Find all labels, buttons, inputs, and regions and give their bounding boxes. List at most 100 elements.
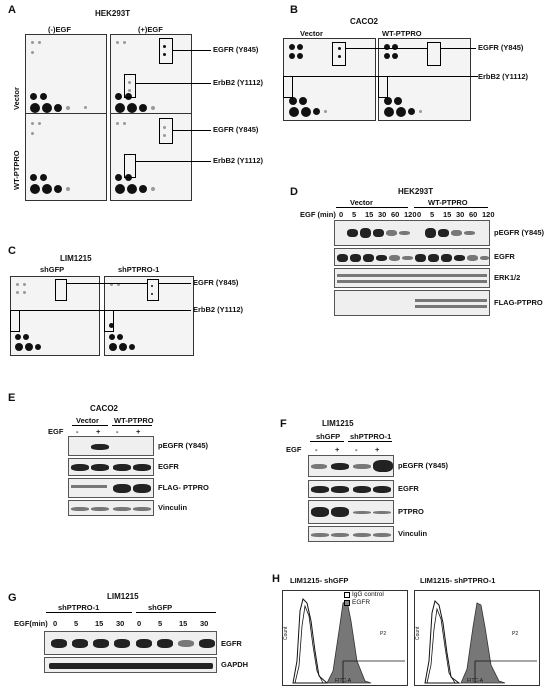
panel-d-time-7: 5 [430,210,435,219]
blot-f-egfr [308,480,394,498]
panel-f-sign-2: - [355,445,358,454]
panel-d-time-3: 30 [378,210,387,219]
panel-d-time-0: 0 [339,210,344,219]
leader-a-egfr-top [173,50,211,51]
label-b-egfr: EGFR (Y845) [478,43,524,52]
leader-c-erbb2 [20,310,191,311]
panel-d-row-egfr: EGFR [494,252,515,261]
blot-f-ptpro [308,500,394,524]
panel-g-time-7: 30 [200,619,209,628]
panel-e-bracket-wtptpro [112,425,152,426]
array-b-vector [283,38,376,121]
panel-g-time-5: 5 [158,619,163,628]
blot-d-erk [334,268,490,288]
panel-e-group-wtptpro: WT-PTPRO [114,416,154,425]
xaxis-label-shptpro: FITC-A [467,678,484,684]
panel-f-cell-line: LIM1215 [322,419,354,428]
panel-d-egf-label: EGF (min) [300,210,336,219]
panel-g-group-shgfp: shGFP [148,603,173,612]
panel-c-col-shgfp: shGFP [40,265,65,274]
panel-d-time-1: 5 [352,210,357,219]
panel-f-row-vinculin: Vinculin [398,529,428,538]
array-c-shptpro [104,276,194,356]
panel-d-group-vector: Vector [350,198,373,207]
panel-e-bracket-vector [72,425,108,426]
panel-g-row-gapdh: GAPDH [221,660,249,669]
panel-e-egf-label: EGF [48,427,64,436]
blot-d-pegfr [334,220,490,246]
histogram-shptpro-plot [424,600,537,684]
blot-g-egfr [44,631,217,655]
label-b-erbb2: ErbB2 (Y1112) [478,72,529,81]
panel-e-sign-0: - [76,427,79,436]
panel-f-bracket-shptpro [348,441,392,442]
panel-c-letter: C [8,245,16,257]
panel-e-row-vinculin: Vinculin [158,503,188,512]
panel-f-row-pegfr: pEGFR (Y845) [398,461,449,470]
box-a-egfr-bottom [159,118,173,144]
panel-c-col-shptpro: shPTPRO-1 [118,265,160,274]
box-c-egfr-shgfp [55,279,67,301]
panel-f-sign-3: + [375,445,380,454]
array-a-ptpro-plus [110,113,192,201]
panel-d-time-9: 30 [456,210,465,219]
blot-f-vinculin [308,526,394,542]
panel-e-letter: E [8,392,16,404]
panel-f-sign-1: + [335,445,340,454]
box-a-erbb2-top [124,74,136,98]
panel-d-time-10: 60 [469,210,478,219]
panel-b-col-wtptpro: WT-PTPRO [382,29,422,38]
label-a-erbb2-bottom: ErbB2 (Y1112) [213,156,264,165]
box-b-egfr-wtptpro [427,42,441,66]
box-b-erbb2-wtptpro [378,76,388,98]
yaxis-label-shptpro: Count [415,626,421,640]
panel-a-plus-egf: (+)EGF [138,25,163,34]
gate-label-shptpro: P2 [512,631,519,637]
panel-g-time-4: 0 [137,619,142,628]
panel-e-row-flag: FLAG- PTPRO [158,483,209,492]
panel-c-cell-line: LIM1215 [60,254,92,263]
panel-d-time-4: 60 [391,210,400,219]
label-a-egfr-top: EGFR (Y845) [213,45,259,54]
leader-b-egfr-a [346,48,427,49]
panel-f-group-shgfp: shGFP [316,432,341,441]
panel-a-letter: A [8,4,16,16]
histogram-shgfp [282,590,408,686]
array-a-vector-minus [25,34,107,119]
box-c-egfr-shptpro [147,279,159,301]
panel-d-letter: D [290,186,298,198]
panel-d-bracket-vector [336,207,408,208]
legend-igg-swatch [344,592,350,598]
panel-d-time-11: 120 [482,210,495,219]
gate-label-shgfp: P2 [380,631,387,637]
panel-h-letter: H [272,573,280,585]
panel-g-time-2: 15 [95,619,104,628]
xaxis-label-shgfp: FITC-A [335,678,352,684]
leader-a-erbb2-top [136,83,211,84]
array-a-ptpro-minus [25,113,107,201]
array-b-wtptpro [378,38,471,121]
box-b-egfr-vector [332,42,346,66]
panel-e-row-egfr: EGFR [158,462,179,471]
panel-f-row-ptpro: PTPRO [398,507,424,516]
box-a-erbb2-bottom [124,154,136,178]
label-c-egfr: EGFR (Y845) [193,278,239,287]
panel-f-bracket-shgfp [310,441,344,442]
panel-d-time-2: 15 [365,210,374,219]
panel-g-time-0: 0 [53,619,58,628]
panel-e-group-vector: Vector [76,416,99,425]
leader-b-egfr-b [441,48,476,49]
blot-d-egfr [334,248,490,266]
panel-d-row-flag: FLAG-PTPRO [494,298,543,307]
panel-d-cell-line: HEK293T [398,187,434,196]
panel-a-row-wtptpro: WT-PTPRO [12,150,21,190]
array-a-vector-plus [110,34,192,119]
panel-h-title-shptpro: LIM1215- shPTPRO-1 [420,576,496,585]
panel-e-row-pegfr: pEGFR (Y845) [158,441,209,450]
panel-a-row-vector: Vector [12,87,21,110]
box-c-erbb2-shptpro [104,310,114,332]
legend-egfr-label: EGFR [352,599,371,606]
panel-e-sign-2: - [116,427,119,436]
blot-e-vinculin [68,500,154,516]
panel-d-group-wtptpro: WT-PTPRO [428,198,468,207]
